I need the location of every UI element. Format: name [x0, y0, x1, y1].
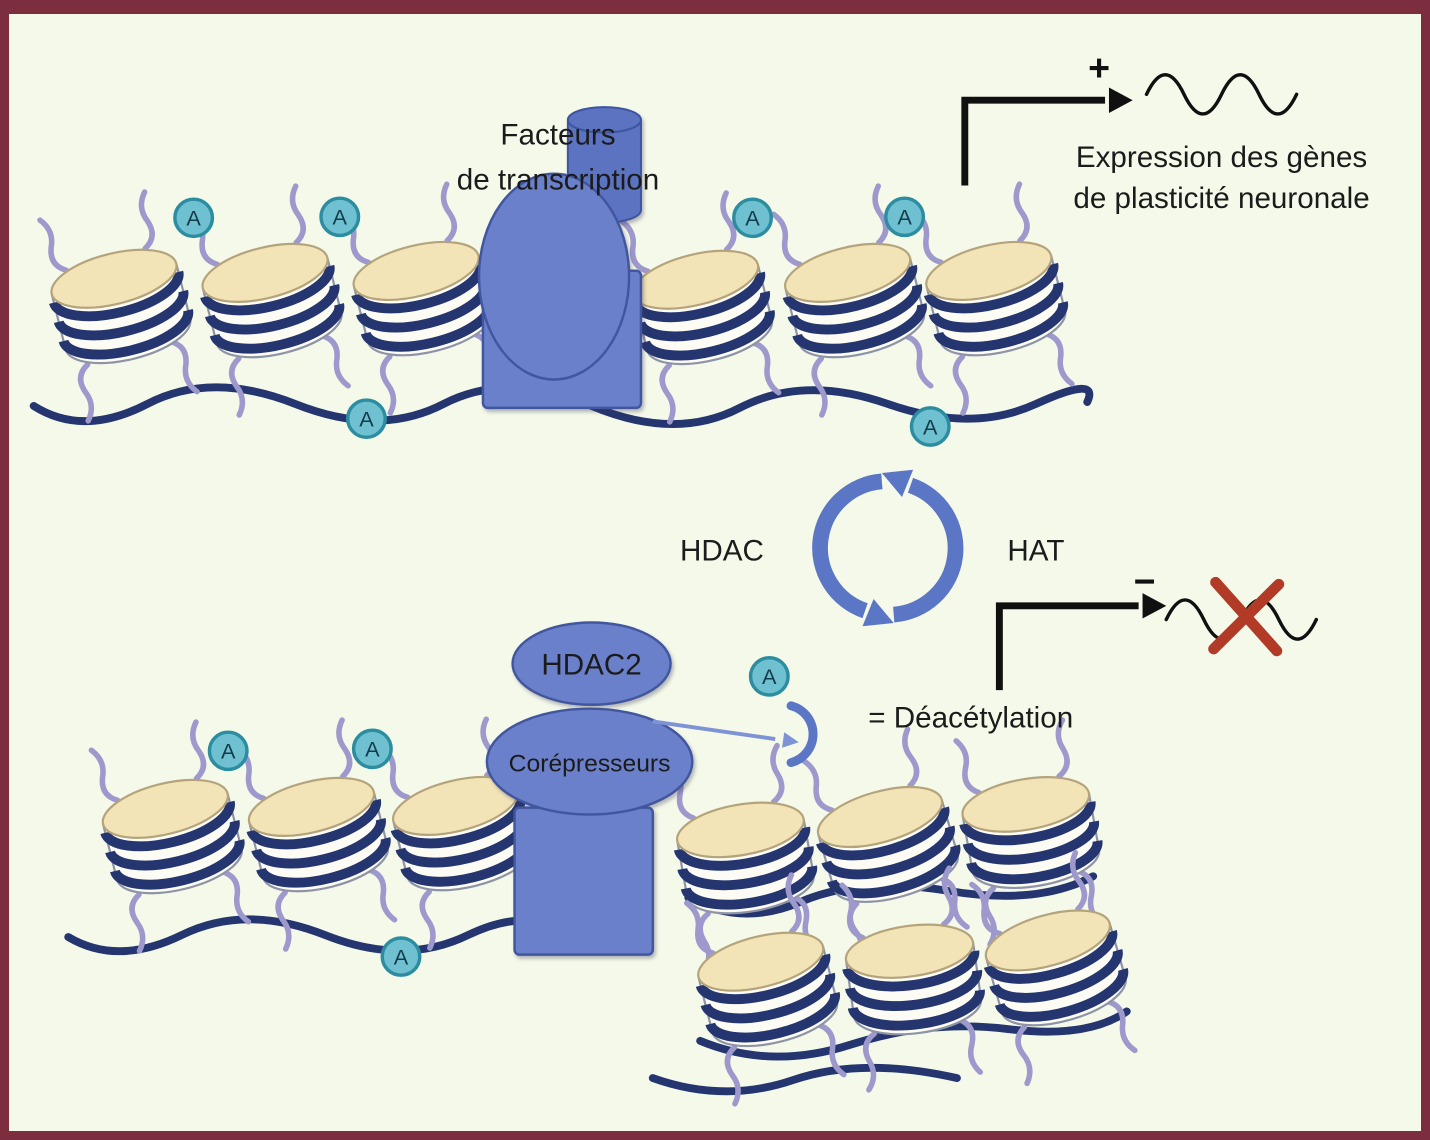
hdac-label: HDAC: [680, 535, 764, 568]
acetyl-removal-arrowhead-icon: [782, 732, 799, 748]
plus-sign: +: [1088, 47, 1110, 89]
transcription-factors-label-line1: Facteurs: [500, 118, 615, 151]
corepressor-anchor-rect: [513, 806, 655, 956]
transcription-factor-ellipse: [477, 172, 631, 381]
hat-label: HAT: [1007, 535, 1064, 568]
transcription-factors-label-line2: de transcription: [457, 163, 659, 196]
acetyl-label: A: [897, 205, 912, 230]
nucleosome: [908, 181, 1083, 414]
gene-repression-indicator: [995, 576, 1319, 691]
transcription-factor-cylinder-top: [566, 106, 642, 134]
acetyl-label: A: [394, 945, 409, 970]
acetyl-label: A: [221, 739, 236, 764]
acetyl-label: A: [333, 205, 348, 230]
acetyl-label: A: [923, 414, 938, 439]
expression-label-line1: Expression des gènes: [1076, 141, 1367, 174]
hdac-hat-cycle-arrows-icon: [812, 469, 964, 627]
acetyl-badge: A: [732, 197, 774, 239]
acetyl-badge: A: [909, 406, 951, 447]
hdac-cycle-arrow: [812, 473, 883, 619]
expression-label-line2: de plasticité neuronale: [1073, 182, 1369, 215]
acetyl-label: A: [359, 407, 374, 432]
nucleosome: [797, 726, 978, 962]
hat-cycle-arrow: [892, 477, 964, 623]
corepressors-label: Corépresseurs: [509, 750, 671, 777]
acetyl-badge: A: [884, 196, 926, 238]
activation-arrowhead-icon: [1108, 87, 1133, 113]
acetyl-label: A: [186, 206, 201, 231]
red-cross-icon: [1208, 578, 1285, 655]
minus-sign: −: [1134, 560, 1156, 602]
deacetylation-label: = Déacétylation: [868, 701, 1073, 734]
acetyl-label: A: [745, 206, 760, 231]
repression-arrow: [995, 602, 1139, 691]
hdac2-label: HDAC2: [541, 649, 641, 682]
hat-cycle-arrowhead-icon: [881, 469, 914, 497]
gene-expression-squiggle-icon: [1144, 73, 1299, 116]
activation-arrow: [961, 96, 1106, 186]
acetyl-badge: A: [345, 398, 387, 440]
acetyl-badge-removed: A: [748, 656, 790, 697]
acetyl-badge: A: [351, 728, 393, 770]
corepressors-ellipse: [485, 707, 694, 816]
acetyl-badge: A: [207, 730, 249, 772]
acetyl-label: A: [365, 737, 380, 762]
acetyl-badge: A: [319, 196, 361, 238]
corepressor-complex: [485, 621, 694, 956]
acetyl-label: A: [762, 664, 777, 689]
diagram-canvas: A A A A A A A A A A Facteurs de transcri…: [9, 47, 1370, 1131]
dna-linker-bottom-left: [64, 915, 586, 956]
transcription-factor-complex: [477, 106, 643, 410]
dna-condensed-sweep: [648, 1063, 961, 1096]
hdac2-ellipse: [511, 621, 672, 707]
acetyl-badge: A: [380, 936, 422, 977]
gene-activation-indicator: [961, 73, 1299, 186]
repression-arrowhead-icon: [1142, 593, 1167, 619]
hdac-cycle-arrowhead-icon: [862, 599, 894, 627]
acetyl-acceptor-crescent-icon: [786, 701, 818, 767]
acetyl-badge: A: [173, 197, 215, 239]
acetyl-removal-arrow: [652, 719, 776, 742]
